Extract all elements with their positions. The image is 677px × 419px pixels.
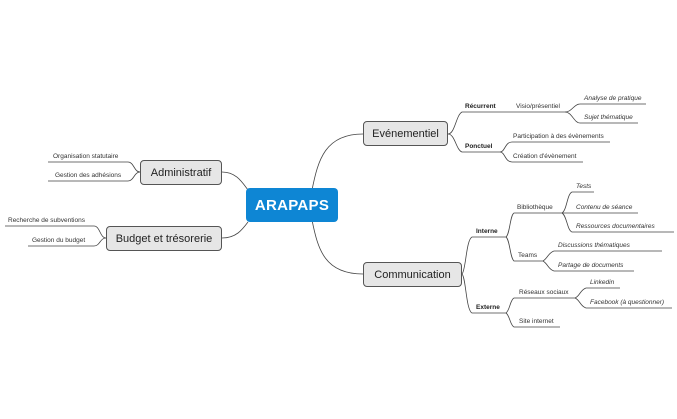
- link-admin-gestion: [48, 171, 141, 182]
- link-interne-bibliotheque: [505, 212, 562, 238]
- label-participation[interactable]: Participation à des évènements: [513, 133, 604, 140]
- label-visio[interactable]: Visio/présentiel: [516, 103, 560, 110]
- label-site[interactable]: Site internet: [519, 318, 554, 325]
- link-budget-gestion: [28, 237, 107, 247]
- link-budget-subventions: [5, 225, 107, 239]
- label-linkedin[interactable]: Linkedin: [590, 279, 615, 286]
- label-creation[interactable]: Création d'évènement: [513, 153, 577, 160]
- label-ponctuel[interactable]: Ponctuel: [465, 143, 493, 150]
- link-biblio-tests: [561, 191, 594, 214]
- link-teams-discussions: [542, 250, 662, 262]
- link-com-externe: [461, 273, 506, 314]
- node-evenementiel[interactable]: Evénementiel: [363, 121, 448, 146]
- link-central-budget: [221, 221, 249, 239]
- link-reseaux-facebook: [574, 297, 672, 309]
- link-visio-analyse: [564, 103, 646, 113]
- label-teams[interactable]: Teams: [518, 252, 538, 259]
- label-subventions[interactable]: Recherche de subventions: [8, 217, 85, 224]
- node-communication[interactable]: Communication: [363, 262, 462, 287]
- link-ev-recurrent: [447, 111, 500, 135]
- link-ponctuel-creation: [499, 151, 583, 163]
- label-gestion-adhesions[interactable]: Gestion des adhésions: [55, 172, 122, 179]
- label-recurrent[interactable]: Récurrent: [465, 103, 496, 110]
- link-externe-site: [505, 312, 560, 328]
- link-central-evenementiel: [311, 133, 364, 191]
- link-admin-organisation: [48, 161, 141, 173]
- label-analyse[interactable]: Analyse de pratique: [584, 95, 642, 102]
- label-bibliotheque[interactable]: Bibliothèque: [517, 204, 553, 211]
- link-central-administratif: [221, 171, 249, 191]
- link-externe-reseaux: [505, 297, 575, 314]
- node-budget[interactable]: Budget et trésorerie: [106, 226, 222, 251]
- node-administratif[interactable]: Administratif: [140, 160, 222, 185]
- link-biblio-ressources: [561, 212, 674, 233]
- label-gestion-budget[interactable]: Gestion du budget: [32, 237, 86, 244]
- link-com-interne: [461, 236, 506, 275]
- label-facebook[interactable]: Facebook (à questionner): [590, 299, 665, 306]
- label-interne[interactable]: Interne: [476, 228, 498, 235]
- label-organisation[interactable]: Organisation statutaire: [53, 153, 119, 160]
- link-reseaux-linkedin: [574, 287, 620, 299]
- label-ressources[interactable]: Ressources documentaires: [576, 223, 655, 230]
- link-central-communication: [311, 219, 364, 275]
- label-reseaux[interactable]: Réseaux sociaux: [519, 289, 569, 296]
- link-interne-teams: [505, 236, 543, 262]
- label-sujet[interactable]: Sujet thématique: [584, 114, 633, 121]
- link-teams-partage: [542, 260, 634, 272]
- link-ev-ponctuel: [447, 133, 500, 153]
- link-ponctuel-participation: [499, 141, 610, 153]
- label-externe[interactable]: Externe: [476, 304, 500, 311]
- link-visio-sujet: [564, 111, 638, 124]
- label-discussions[interactable]: Discussions thématiques: [558, 242, 630, 249]
- central-node[interactable]: ARAPAPS: [246, 188, 338, 222]
- label-contenu[interactable]: Contenu de séance: [576, 204, 633, 211]
- label-tests[interactable]: Tests: [576, 183, 592, 190]
- label-partage[interactable]: Partage de documents: [558, 262, 624, 269]
